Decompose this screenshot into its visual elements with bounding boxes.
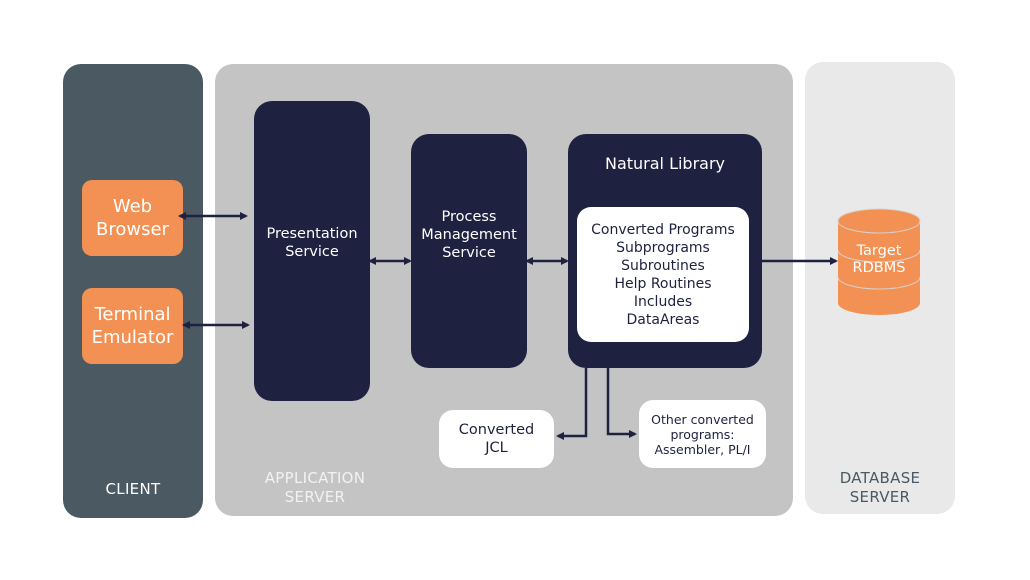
natural-library-title: Natural Library: [604, 154, 726, 173]
arrow-library-jcl: [556, 368, 588, 440]
target-rdbms-label: Target RDBMS: [836, 243, 922, 277]
node-label-line: Process: [441, 209, 497, 225]
other-converted-programs-node[interactable]: Other converted programs: Assembler, PL/…: [639, 400, 766, 468]
node-label-line: Terminal: [94, 304, 171, 325]
node-label-line: Web: [112, 196, 153, 217]
node-label-line: Service: [285, 244, 339, 260]
database-cylinder-icon[interactable]: [836, 207, 922, 319]
web-browser-node[interactable]: Web Browser: [82, 180, 183, 256]
label-line: SERVER: [284, 488, 346, 506]
node-label-line: programs:: [670, 426, 735, 442]
node-label-line: Management: [421, 227, 517, 243]
terminal-emulator-node[interactable]: Terminal Emulator: [82, 288, 183, 364]
library-item: Help Routines: [614, 275, 712, 292]
client-label: CLIENT: [105, 480, 161, 498]
node-label-line: Assembler, PL/I: [654, 441, 751, 457]
cylinder-ring: [837, 276, 921, 290]
presentation-service-node[interactable]: Presentation Service: [254, 101, 370, 401]
cylinder-top: [837, 208, 921, 234]
node-label-line: RDBMS: [852, 260, 906, 276]
node-label-line: Target: [856, 243, 902, 259]
node-label-line: Other converted: [651, 411, 754, 427]
label-line: APPLICATION: [264, 469, 366, 487]
application-server-label: APPLICATION SERVER: [245, 469, 385, 507]
label-line: DATABASE: [839, 469, 921, 487]
node-label-line: JCL: [485, 440, 508, 456]
database-server-label: DATABASE SERVER: [805, 469, 955, 507]
node-label-line: Service: [442, 245, 496, 261]
library-item: Includes: [633, 293, 693, 310]
library-item: Subprograms: [616, 239, 710, 256]
library-item: Subroutines: [621, 257, 705, 274]
process-management-service-node[interactable]: Process Management Service: [411, 134, 527, 368]
arrow-library-other-programs: [606, 368, 637, 438]
node-label-line: Presentation: [266, 226, 358, 242]
cylinder-ring: [837, 249, 921, 263]
library-item: DataAreas: [626, 311, 700, 328]
converted-jcl-node[interactable]: Converted JCL: [439, 410, 554, 468]
label-line: SERVER: [849, 488, 911, 506]
node-label-line: Emulator: [91, 327, 174, 348]
library-item: Converted Programs: [591, 221, 735, 238]
node-label-line: Converted: [458, 422, 535, 438]
node-label-line: Browser: [96, 219, 169, 240]
